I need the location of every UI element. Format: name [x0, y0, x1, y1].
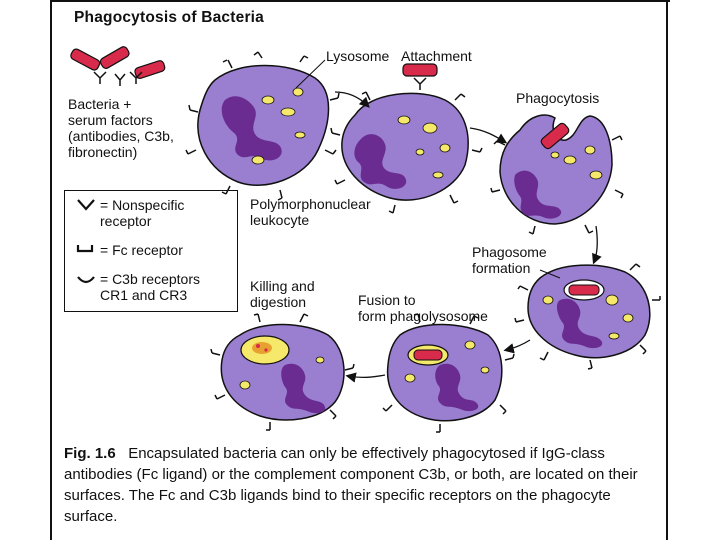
- label-phagocytosis: Phagocytosis: [516, 90, 600, 106]
- figure-caption: Fig. 1.6 Encapsulated bacteria can only …: [64, 443, 660, 527]
- figure-title: Phagocytosis of Bacteria: [74, 9, 264, 26]
- legend-c3b: = C3b receptors CR1 and CR3: [100, 271, 200, 303]
- figure-frame-left: [50, 0, 52, 540]
- leader-lines: [295, 59, 561, 279]
- label-fusion: Fusion to form phagolysosome: [358, 292, 488, 324]
- label-bacteria: Bacteria + serum factors (antibodies, C3…: [68, 96, 174, 160]
- label-lysosome: Lysosome: [326, 48, 390, 64]
- label-attachment: Attachment: [401, 48, 472, 64]
- legend-fc: = Fc receptor: [100, 242, 183, 258]
- caption-fig-number: Fig. 1.6: [64, 445, 116, 462]
- label-phagosome: Phagosome formation: [472, 244, 547, 276]
- free-bacteria: [70, 46, 166, 86]
- legend-nonspecific: = Nonspecific receptor: [100, 197, 185, 229]
- cell-phagosome: [514, 263, 661, 370]
- legend-icons: [76, 199, 95, 284]
- cell-killing: [210, 313, 355, 431]
- cell-phagocytosis: [490, 114, 624, 235]
- flow-arrows: [334, 91, 602, 383]
- figure-frame-right: [666, 0, 668, 540]
- label-pmn: Polymorphonuclear leukocyte: [250, 196, 371, 228]
- legend-box: [64, 190, 238, 312]
- cell-attachment: [330, 63, 483, 214]
- label-killing: Killing and digestion: [250, 278, 315, 310]
- caption-text: Encapsulated bacteria can only be effect…: [64, 445, 638, 525]
- cell-leukocyte: [185, 51, 340, 201]
- cell-fusion: [382, 313, 515, 433]
- figure-frame-top: [50, 0, 670, 2]
